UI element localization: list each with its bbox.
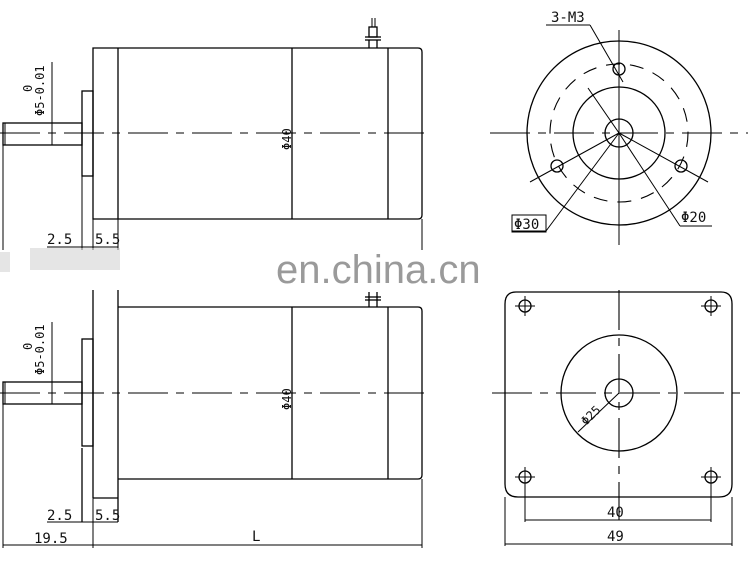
dim-plate-thickness: 2.5 [47, 232, 72, 248]
square-width-label: 49 [607, 529, 624, 545]
boss-diameter-label: Φ25 [578, 403, 603, 428]
watermark-band [0, 248, 120, 272]
outer-diameter-label: Φ30 [514, 217, 539, 233]
top-side-view [0, 18, 424, 250]
bottom-front-view [492, 290, 748, 546]
mount-hole-left [550, 159, 564, 173]
inner-diameter-label: Φ20 [681, 210, 706, 226]
dim-body-length: L [252, 529, 260, 545]
mount-hole-right [674, 159, 688, 173]
bottom-side-view [0, 290, 424, 548]
shaft-tolerance-upper: 0 [21, 85, 35, 92]
watermark-text: en.china.cn [276, 248, 481, 292]
dim-shaft-total: 19.5 [34, 531, 68, 547]
dim-flange-thickness-bottom: 5.5 [95, 508, 120, 524]
dim-flange-thickness: 5.5 [95, 232, 120, 248]
body-diameter-label-bottom: Φ40 [280, 388, 294, 410]
top-front-view [490, 24, 748, 245]
hole-spacing-label: 40 [607, 505, 624, 521]
dim-plate-thickness-bottom: 2.5 [47, 508, 72, 524]
holes-label: 3-M3 [551, 10, 585, 26]
shaft-tolerance-label: Φ5-0.01 [33, 65, 47, 116]
shaft-tolerance-label-bottom: Φ5-0.01 [33, 324, 47, 375]
shaft-tolerance-upper-bottom: 0 [21, 343, 35, 350]
body-diameter-label: Φ40 [280, 128, 294, 150]
